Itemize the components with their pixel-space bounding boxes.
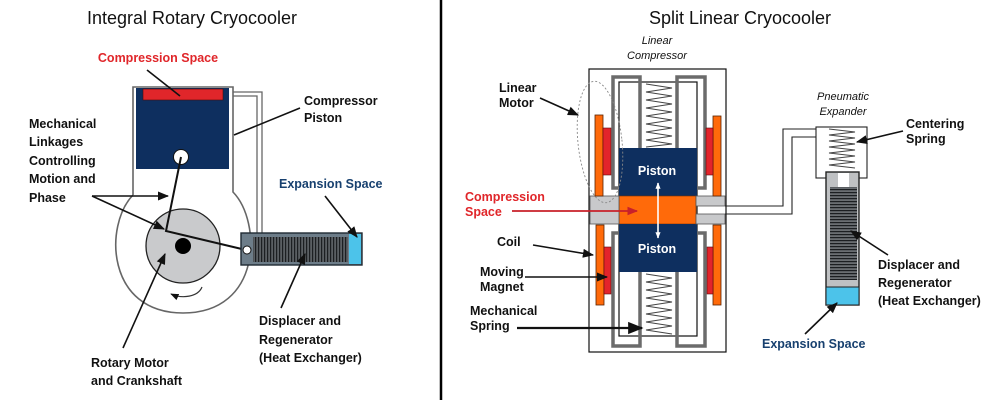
label-mechanical-spring-2: Spring: [470, 319, 510, 333]
upper-right-coil: [712, 115, 722, 197]
label-moving-magnet-2: Magnet: [480, 280, 525, 294]
lower-right-magnet-holder: [675, 231, 707, 348]
linear-motor-outline: [576, 80, 624, 204]
label-linkages-5: Phase: [29, 191, 66, 205]
label-linear-compressor-2: Compressor: [627, 50, 688, 62]
label-compressor-piston-1: Compressor: [304, 94, 378, 108]
integral-rotary-panel: Integral Rotary Cryocooler Compression S…: [29, 8, 383, 388]
connecting-rod: [164, 156, 247, 251]
upper-right-magnet-holder: [675, 75, 707, 190]
right-plate-lower: [695, 213, 726, 225]
leader-coil: [532, 244, 595, 258]
label-moving-magnet-1: Moving: [480, 265, 524, 279]
lower-left-magnet: [603, 246, 612, 295]
label-displacer-right-3: (Heat Exchanger): [878, 294, 981, 308]
label-displacer-1: Displacer and: [259, 314, 341, 328]
crankcase-outline: [115, 86, 252, 314]
leader-compressor-piston: [233, 107, 301, 136]
lower-right-coil: [712, 224, 722, 306]
label-linear-motor-2: Motor: [499, 96, 534, 110]
upper-left-magnet: [602, 127, 612, 176]
label-pneumatic-expander-2: Expander: [819, 106, 867, 118]
split-transfer-line: [725, 128, 816, 215]
expansion-space-block: [349, 234, 361, 264]
split-linear-panel: Split Linear Cryocooler Linear Compresso…: [465, 8, 981, 353]
expander-expansion-space: [825, 286, 860, 306]
centering-spring: [828, 128, 856, 169]
left-plate: [589, 195, 620, 225]
label-compression-space: Compression Space: [98, 51, 218, 65]
transfer-tube: [233, 91, 263, 233]
left-title: Integral Rotary Cryocooler: [87, 8, 297, 28]
lower-right-magnet: [706, 246, 714, 295]
label-displacer-3: (Heat Exchanger): [259, 351, 362, 365]
leader-expansion-space-right: [804, 302, 838, 335]
expander-housing: [815, 126, 868, 179]
displacer-pin: [242, 245, 252, 255]
label-rotary-motor-1: Rotary Motor: [91, 356, 169, 370]
right-plate-upper: [695, 195, 726, 207]
lower-mechanical-spring: [645, 273, 673, 335]
label-piston-lower: Piston: [638, 242, 676, 256]
label-displacer-2: Regenerator: [259, 333, 333, 347]
label-coil: Coil: [497, 235, 521, 249]
leader-centering-spring: [855, 130, 904, 145]
label-expansion-space-right: Expansion Space: [762, 337, 866, 351]
label-displacer-right-2: Regenerator: [878, 276, 952, 290]
label-expansion-space: Expansion Space: [279, 177, 383, 191]
leader-displacer: [280, 252, 306, 309]
lower-left-magnet-holder: [611, 231, 642, 348]
label-pneumatic-expander-1: Pneumatic: [817, 91, 869, 103]
upper-left-coil: [594, 114, 604, 197]
label-linkages-4: Motion and: [29, 172, 96, 186]
compression-space-bar: [142, 88, 224, 101]
leader-linear-motor: [539, 97, 580, 116]
label-centering-spring-2: Spring: [906, 132, 946, 146]
right-title: Split Linear Cryocooler: [649, 8, 831, 28]
label-rotary-motor-2: and Crankshaft: [91, 374, 183, 388]
upper-left-magnet-holder: [611, 75, 642, 190]
label-displacer-right-1: Displacer and: [878, 258, 960, 272]
label-compressor-piston-2: Piston: [304, 111, 342, 125]
upper-mechanical-spring: [645, 83, 673, 148]
crankshaft-hub: [175, 238, 191, 254]
label-linkages-3: Controlling: [29, 154, 96, 168]
label-piston-upper: Piston: [638, 164, 676, 178]
label-mechanical-spring-1: Mechanical: [470, 304, 537, 318]
label-linear-motor-1: Linear: [499, 81, 537, 95]
lower-left-coil: [595, 224, 605, 306]
label-linear-compressor-1: Linear: [642, 35, 674, 47]
leader-compression-space: [146, 69, 181, 97]
label-linkages-2: Linkages: [29, 135, 83, 149]
label-centering-spring-1: Centering: [906, 117, 964, 131]
leader-rotary-motor: [122, 252, 166, 349]
regenerator-matrix: [253, 237, 348, 262]
leader-displacer-right: [850, 230, 889, 256]
upper-right-magnet: [705, 127, 714, 176]
label-compression-space-2: Space: [465, 205, 502, 219]
label-linkages-1: Mechanical: [29, 117, 96, 131]
rotation-arrow-icon: [170, 286, 203, 301]
leader-linkages-b: [91, 195, 166, 230]
displacer-top-gap: [838, 173, 849, 187]
label-compression-space-1: Compression: [465, 190, 545, 204]
leader-expansion-space: [324, 195, 358, 238]
expander-regenerator: [830, 187, 857, 280]
